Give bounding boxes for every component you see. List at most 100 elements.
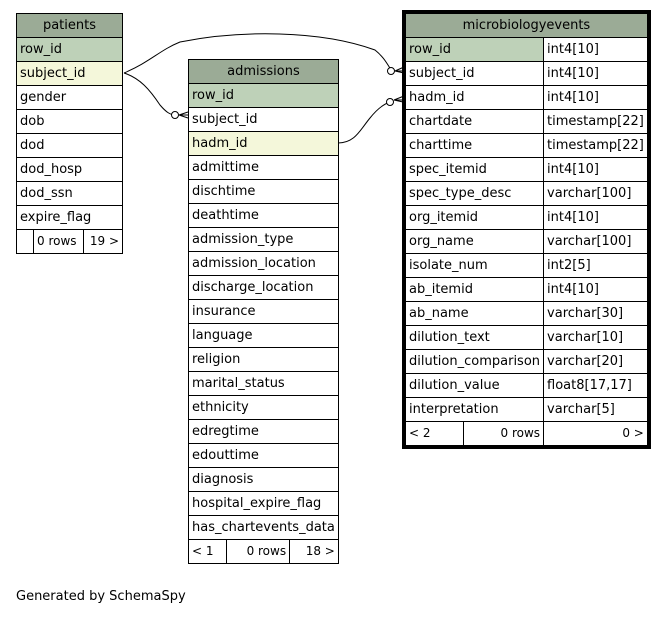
column-name[interactable]: hadm_id <box>188 131 339 156</box>
column-name[interactable]: dod_ssn <box>16 181 123 206</box>
table-row[interactable]: has_chartevents_data <box>188 515 339 540</box>
table-row[interactable]: edouttime <box>188 443 339 468</box>
table-row[interactable]: dod_ssn <box>16 181 123 206</box>
footer-children-link[interactable]: 18 > <box>289 539 339 564</box>
column-name[interactable]: isolate_num <box>404 253 545 278</box>
column-name[interactable]: expire_flag <box>16 205 123 230</box>
column-name[interactable]: language <box>188 323 339 348</box>
table-row[interactable]: subject_id <box>16 61 123 86</box>
column-name[interactable]: deathtime <box>188 203 339 228</box>
table-row[interactable]: dod_hosp <box>16 157 123 182</box>
table-title[interactable]: admissions <box>188 59 339 84</box>
table-row[interactable]: discharge_location <box>188 275 339 300</box>
footer-parents-link[interactable]: < 1 <box>187 539 228 564</box>
column-name[interactable]: admittime <box>188 155 339 180</box>
column-name[interactable]: dob <box>16 109 123 134</box>
column-name[interactable]: ethnicity <box>188 395 339 420</box>
footer-children-link[interactable]: 0 > <box>543 421 648 446</box>
column-name[interactable]: spec_itemid <box>404 157 545 182</box>
table-row[interactable]: language <box>188 323 339 348</box>
table-row[interactable]: religion <box>188 347 339 372</box>
column-name[interactable]: edouttime <box>188 443 339 468</box>
table-header-row[interactable]: patients <box>16 13 123 38</box>
column-name[interactable]: subject_id <box>16 61 123 86</box>
table-row[interactable]: dob <box>16 109 123 134</box>
column-name[interactable]: dischtime <box>188 179 339 204</box>
column-name[interactable]: row_id <box>404 37 545 62</box>
column-name[interactable]: spec_type_desc <box>404 181 545 206</box>
table-header-row[interactable]: microbiologyevents <box>405 13 648 38</box>
table-row[interactable]: admission_type <box>188 227 339 252</box>
column-name[interactable]: row_id <box>188 83 339 108</box>
column-name[interactable]: diagnosis <box>188 467 339 492</box>
table-row[interactable]: row_id <box>188 83 339 108</box>
column-name[interactable]: chartdate <box>404 109 545 134</box>
column-name[interactable]: dod <box>16 133 123 158</box>
column-name[interactable]: hospital_expire_flag <box>188 491 339 516</box>
table-header-row[interactable]: admissions <box>188 59 339 84</box>
column-name[interactable]: admission_type <box>188 227 339 252</box>
column-name[interactable]: org_itemid <box>404 205 545 230</box>
footer-children-link[interactable]: 19 > <box>83 229 123 254</box>
table-title[interactable]: microbiologyevents <box>405 13 648 38</box>
column-name[interactable]: interpretation <box>404 397 545 422</box>
table-row[interactable]: insurance <box>188 299 339 324</box>
column-name[interactable]: ab_itemid <box>404 277 545 302</box>
column-name[interactable]: ab_name <box>404 301 545 326</box>
column-name[interactable]: admission_location <box>188 251 339 276</box>
table-row[interactable]: admittime <box>188 155 339 180</box>
table-title[interactable]: patients <box>16 13 123 38</box>
table-row[interactable]: gender <box>16 85 123 110</box>
table-row[interactable]: hadm_id <box>188 131 339 156</box>
column-name[interactable]: edregtime <box>188 419 339 444</box>
table-row[interactable]: marital_status <box>188 371 339 396</box>
column-name[interactable]: dilution_value <box>404 373 545 398</box>
column-name[interactable]: discharge_location <box>188 275 339 300</box>
column-name[interactable]: gender <box>16 85 123 110</box>
column-name[interactable]: insurance <box>188 299 339 324</box>
column-name[interactable]: org_name <box>404 229 545 254</box>
table-row[interactable]: dod <box>16 133 123 158</box>
table-row[interactable]: row_id <box>16 37 123 62</box>
column-name[interactable]: subject_id <box>188 107 339 132</box>
column-name[interactable]: hadm_id <box>404 85 545 110</box>
column-name[interactable]: row_id <box>16 37 123 62</box>
table-row[interactable]: admission_location <box>188 251 339 276</box>
table-row[interactable]: diagnosis <box>188 467 339 492</box>
column-name[interactable]: charttime <box>404 133 545 158</box>
column-name[interactable]: marital_status <box>188 371 339 396</box>
table-row[interactable]: ethnicity <box>188 395 339 420</box>
column-name[interactable]: dod_hosp <box>16 157 123 182</box>
column-name[interactable]: has_chartevents_data <box>188 515 339 540</box>
table-row[interactable]: deathtime <box>188 203 339 228</box>
column-name[interactable]: subject_id <box>404 61 545 86</box>
table-row[interactable]: dischtime <box>188 179 339 204</box>
table-row[interactable]: subject_id <box>188 107 339 132</box>
table-row[interactable]: edregtime <box>188 419 339 444</box>
column-name[interactable]: dilution_comparison <box>404 349 545 374</box>
column-name[interactable]: religion <box>188 347 339 372</box>
footer-parents-link[interactable]: < 2 <box>405 421 464 446</box>
